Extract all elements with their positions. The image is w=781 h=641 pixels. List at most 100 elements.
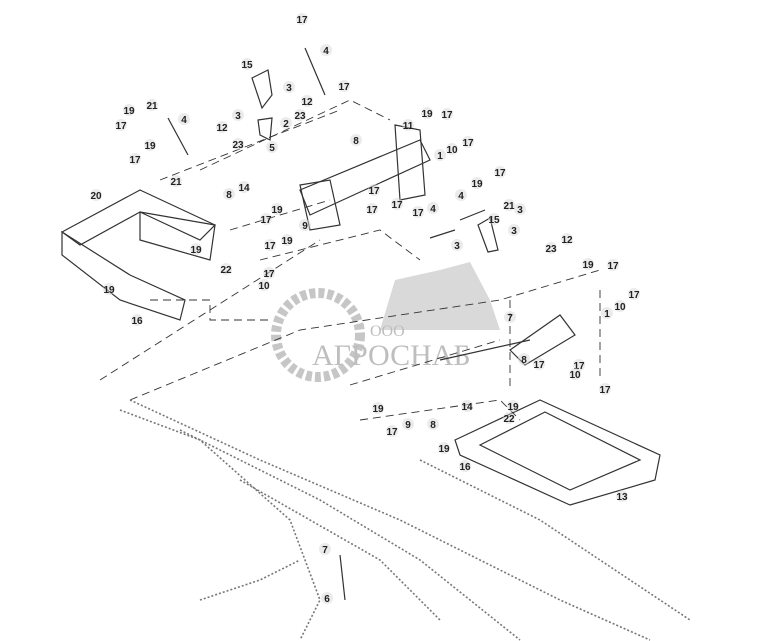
callout-23: 23 bbox=[294, 109, 306, 122]
callout-marker bbox=[386, 425, 398, 437]
assembly-guide-line bbox=[159, 109, 341, 181]
callout-19: 19 bbox=[421, 107, 433, 120]
callout-marker bbox=[338, 80, 350, 92]
callout-number: 3 bbox=[454, 241, 460, 252]
callout-number: 17 bbox=[338, 82, 350, 93]
callout-number: 19 bbox=[438, 444, 450, 455]
callout-17: 17 bbox=[599, 383, 611, 396]
callout-8: 8 bbox=[350, 134, 362, 147]
callout-17: 17 bbox=[338, 80, 350, 93]
callout-number: 21 bbox=[170, 177, 182, 188]
callout-marker bbox=[115, 119, 127, 131]
callout-number: 17 bbox=[607, 261, 619, 272]
callout-number: 3 bbox=[286, 83, 292, 94]
callout-number: 19 bbox=[372, 404, 384, 415]
callout-8: 8 bbox=[518, 353, 530, 366]
rod-4-left bbox=[167, 117, 189, 156]
callout-12: 12 bbox=[216, 121, 228, 134]
callout-14: 14 bbox=[238, 181, 250, 194]
callout-marker bbox=[582, 258, 594, 270]
callout-number: 2 bbox=[283, 119, 289, 130]
callout-1: 1 bbox=[434, 149, 446, 162]
callout-marker bbox=[319, 543, 331, 555]
agrosnab-watermark: ООО АГРОСНАБ bbox=[271, 262, 500, 382]
callout-19: 19 bbox=[372, 402, 384, 415]
callout-number: 17 bbox=[412, 208, 424, 219]
callout-number: 17 bbox=[115, 121, 127, 132]
callout-number: 23 bbox=[232, 140, 244, 151]
callout-number: 19 bbox=[271, 205, 283, 216]
callout-marker bbox=[427, 418, 439, 430]
callout-number: 3 bbox=[511, 226, 517, 237]
callout-number: 20 bbox=[90, 191, 102, 202]
callout-number: 6 bbox=[324, 594, 330, 605]
callout-number: 9 bbox=[302, 221, 308, 232]
callout-17: 17 bbox=[441, 108, 453, 121]
callout-marker bbox=[103, 283, 115, 295]
callout-number: 17 bbox=[391, 200, 403, 211]
callout-22: 22 bbox=[503, 412, 515, 425]
callout-number: 19 bbox=[123, 106, 135, 117]
callout-number: 10 bbox=[614, 302, 626, 313]
chassis-outline bbox=[199, 559, 301, 601]
callout-19: 19 bbox=[103, 283, 115, 296]
callout-number: 17 bbox=[628, 290, 640, 301]
callout-3: 3 bbox=[232, 109, 244, 122]
callout-marker bbox=[628, 288, 640, 300]
callout-marker bbox=[281, 234, 293, 246]
callout-number: 19 bbox=[471, 179, 483, 190]
callout-number: 1 bbox=[604, 309, 610, 320]
chassis-outline bbox=[239, 479, 441, 621]
callout-marker bbox=[296, 13, 308, 25]
callout-4: 4 bbox=[320, 44, 332, 57]
callout-number: 7 bbox=[507, 313, 513, 324]
callout-marker bbox=[601, 307, 613, 319]
callout-17: 17 bbox=[462, 136, 474, 149]
right-beam bbox=[439, 339, 531, 361]
callout-7: 7 bbox=[319, 543, 331, 556]
callout-marker bbox=[412, 206, 424, 218]
callout-marker bbox=[170, 175, 182, 187]
callout-marker bbox=[232, 138, 244, 150]
callout-marker bbox=[350, 134, 362, 146]
callout-number: 17 bbox=[264, 241, 276, 252]
callout-marker bbox=[220, 263, 232, 275]
callout-19: 19 bbox=[281, 234, 293, 247]
callout-marker bbox=[129, 153, 141, 165]
callout-marker bbox=[223, 188, 235, 200]
callout-number: 23 bbox=[545, 244, 557, 255]
callout-22: 22 bbox=[220, 263, 232, 276]
callout-19: 19 bbox=[271, 203, 283, 216]
callout-marker bbox=[518, 353, 530, 365]
assembly-guide-line bbox=[199, 99, 391, 171]
callout-marker bbox=[461, 400, 473, 412]
callout-number: 17 bbox=[599, 385, 611, 396]
callout-17: 17 bbox=[366, 203, 378, 216]
callout-number: 17 bbox=[263, 269, 275, 280]
callout-marker bbox=[446, 143, 458, 155]
callout-marker bbox=[232, 109, 244, 121]
callout-10: 10 bbox=[446, 143, 458, 156]
callout-number: 19 bbox=[281, 236, 293, 247]
chassis-outline bbox=[179, 429, 521, 641]
callout-marker bbox=[391, 198, 403, 210]
chassis-outline bbox=[119, 409, 321, 641]
callout-3: 3 bbox=[508, 224, 520, 237]
callout-number: 17 bbox=[462, 138, 474, 149]
callout-9: 9 bbox=[402, 418, 414, 431]
callout-number: 4 bbox=[323, 46, 329, 57]
callout-8: 8 bbox=[427, 418, 439, 431]
callout-marker bbox=[607, 259, 619, 271]
beam-bracket bbox=[394, 124, 426, 201]
callout-number: 17 bbox=[573, 361, 585, 372]
beam-end-plate bbox=[299, 179, 341, 231]
callout-marker bbox=[503, 412, 515, 424]
callout-number: 16 bbox=[131, 316, 143, 327]
callout-4: 4 bbox=[427, 202, 439, 215]
callout-number: 19 bbox=[421, 109, 433, 120]
callout-19: 19 bbox=[471, 177, 483, 190]
callout-7: 7 bbox=[504, 311, 516, 324]
callout-16: 16 bbox=[459, 460, 471, 473]
callout-number: 13 bbox=[616, 492, 628, 503]
callout-12: 12 bbox=[561, 233, 573, 246]
